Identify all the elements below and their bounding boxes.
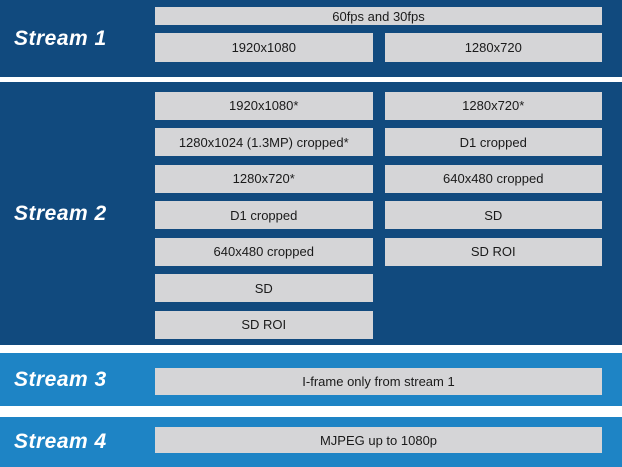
stream-3-label: Stream 3 (14, 367, 107, 391)
stream-4-label: Stream 4 (14, 430, 107, 453)
option-box: 1280x720* (155, 164, 373, 193)
option-box: 640x480 cropped (384, 164, 602, 193)
option-box: SD (384, 201, 602, 229)
option-box: 1920x1080 (155, 33, 373, 62)
option-box: 1280x720 (384, 33, 602, 62)
stream-4-boxes: MJPEG up to 1080p (155, 417, 602, 467)
option-box: 1280x720* (384, 91, 602, 120)
stream-1-label: Stream 1 (14, 26, 107, 50)
stream-2-boxes: 1920x1080* 1280x1024 (1.3MP) cropped* 1280… (155, 82, 602, 345)
stream-1-section: Stream 1 60fps and 30fps 1920x1080 1280x7… (0, 0, 622, 77)
option-box: SD ROI (155, 310, 373, 339)
stream-3-section: Stream 3 I-frame only from stream 1 (0, 353, 622, 406)
option-box: 1920x1080* (155, 91, 373, 120)
option-box: 1280x1024 (1.3MP) cropped* (155, 128, 373, 156)
stream-2-left-column: 1920x1080* 1280x1024 (1.3MP) cropped* 1280… (155, 91, 373, 339)
option-box: SD ROI (384, 237, 602, 266)
stream-2-label: Stream 2 (14, 201, 107, 225)
option-box: D1 cropped (155, 201, 373, 229)
stream-4-option-box: MJPEG up to 1080p (155, 427, 602, 453)
stream-4-section: Stream 4 MJPEG up to 1080p (0, 417, 622, 467)
stream-1-resolution-row: 1920x1080 1280x720 (155, 33, 602, 62)
option-box: 640x480 cropped (155, 237, 373, 266)
option-box: SD (155, 274, 373, 302)
stream-3-boxes: I-frame only from stream 1 (155, 353, 602, 406)
stream-1-framerate-box: 60fps and 30fps (155, 7, 602, 25)
stream-3-option-box: I-frame only from stream 1 (155, 368, 602, 395)
stream-1-boxes: 60fps and 30fps 1920x1080 1280x720 (155, 0, 602, 77)
option-box: D1 cropped (384, 128, 602, 156)
stream-2-section: Stream 2 1920x1080* 1280x1024 (1.3MP) cro… (0, 82, 622, 345)
